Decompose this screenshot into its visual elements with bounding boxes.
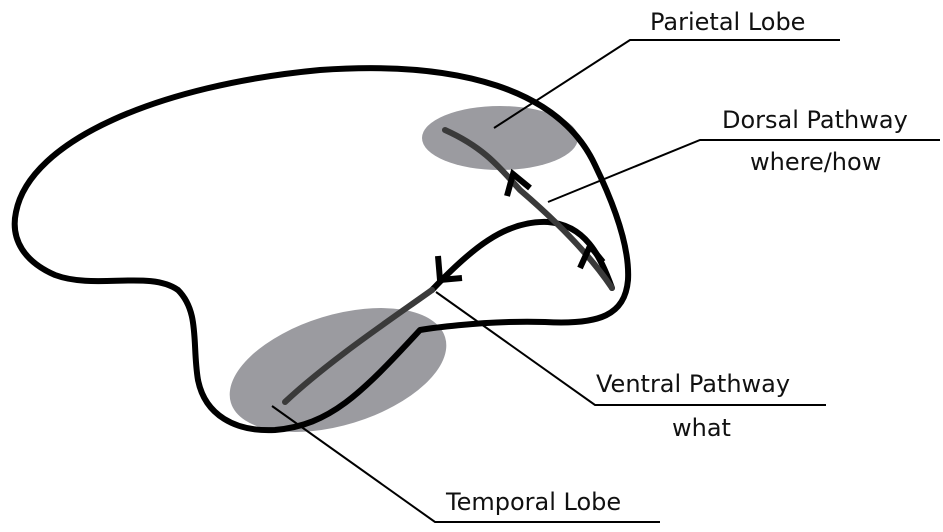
parietal-lobe-label: Parietal Lobe — [650, 8, 805, 36]
ventral-pathway-label: Ventral Pathway — [596, 370, 790, 398]
temporal-lobe-label: Temporal Lobe — [445, 488, 621, 516]
dorsal-pathway-label: Dorsal Pathway — [722, 106, 908, 134]
ventral-pathway-sublabel: what — [672, 414, 731, 442]
dorsal-pathway-sublabel: where/how — [750, 148, 881, 176]
